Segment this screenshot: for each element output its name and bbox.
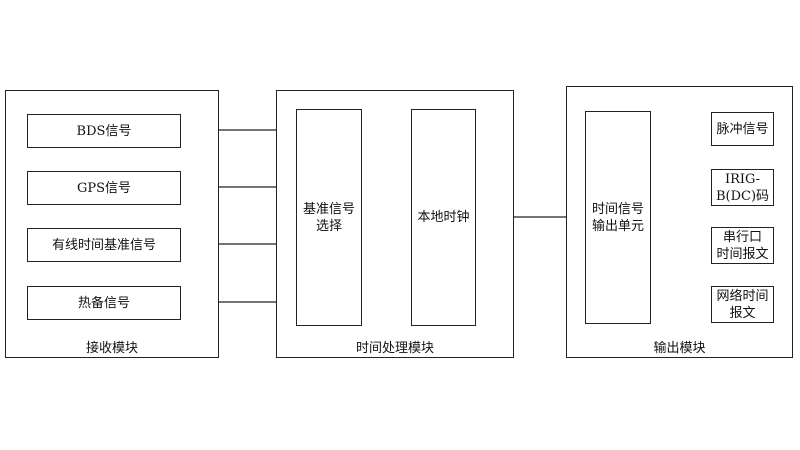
pulse-signal-box: 脉冲信号 <box>711 112 774 146</box>
time-signal-output-unit-box: 时间信号 输出单元 <box>585 111 651 324</box>
output-module-caption: 输出模块 <box>653 341 706 356</box>
receive-module-caption: 接收模块 <box>85 341 138 356</box>
bds-signal-box: BDS信号 <box>27 114 181 148</box>
wired-time-reference-box: 有线时间基准信号 <box>27 228 181 262</box>
serial-port-time-message-box: 串行口 时间报文 <box>711 227 774 264</box>
time-processing-module-caption: 时间处理模块 <box>355 341 434 356</box>
reference-signal-selector-box: 基准信号 选择 <box>296 109 362 326</box>
local-clock-box: 本地时钟 <box>411 109 476 326</box>
gps-signal-box: GPS信号 <box>27 171 181 205</box>
irig-b-dc-code-box: IRIG- B(DC)码 <box>711 169 774 206</box>
hot-standby-signal-box: 热备信号 <box>27 286 181 320</box>
network-time-message-box: 网络时间 报文 <box>711 286 774 323</box>
